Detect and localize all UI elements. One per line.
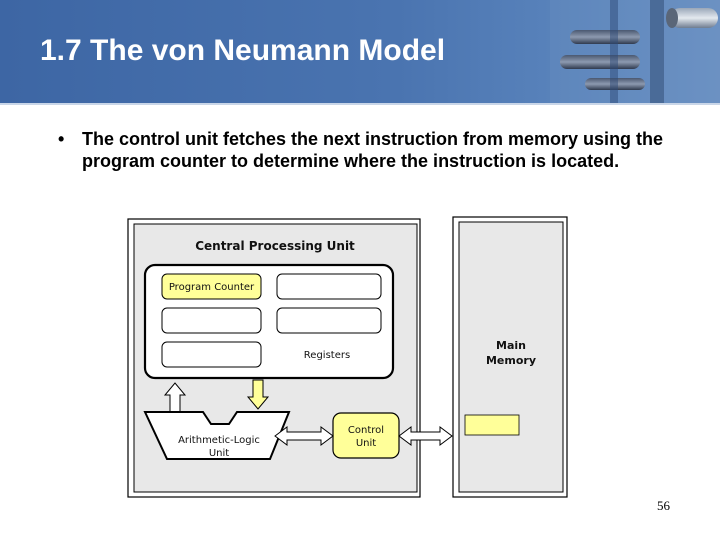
memory-panel <box>458 221 564 493</box>
cpu-label: Central Processing Unit <box>195 239 355 253</box>
control-unit-label-line2: Unit <box>356 438 376 449</box>
alu-control-arrow <box>274 426 334 446</box>
register-slot <box>276 307 382 334</box>
alu-to-registers-arrow <box>163 382 187 413</box>
memory-label-line2: Memory <box>486 354 536 367</box>
register-slot <box>161 341 262 368</box>
von-neumann-diagram: Central Processing Unit Program Counter … <box>125 212 573 500</box>
control-unit-label-line1: Control <box>348 425 384 436</box>
alu-label-line1: Arithmetic-Logic <box>178 435 260 446</box>
decorative-cylinders-image <box>550 0 720 103</box>
control-memory-arrow <box>398 426 453 446</box>
page-number: 56 <box>657 498 670 513</box>
register-slot <box>161 307 262 334</box>
alu-label-line2: Unit <box>209 448 229 459</box>
program-counter-label: Program Counter <box>169 282 255 293</box>
alu-shape <box>143 411 291 460</box>
registers-to-alu-arrow <box>246 379 270 410</box>
header-divider <box>0 103 720 105</box>
program-counter-register <box>161 273 262 300</box>
register-slot <box>276 273 382 300</box>
slide-title: 1.7 The von Neumann Model <box>40 34 446 67</box>
memory-label-line1: Main <box>496 339 526 352</box>
memory-instruction-cell <box>464 414 520 436</box>
registers-label: Registers <box>304 350 350 361</box>
bullet-text: The control unit fetches the next instru… <box>82 129 664 171</box>
slide-header: 1.7 The von Neumann Model <box>0 0 720 103</box>
bullet-marker: • <box>58 129 65 149</box>
